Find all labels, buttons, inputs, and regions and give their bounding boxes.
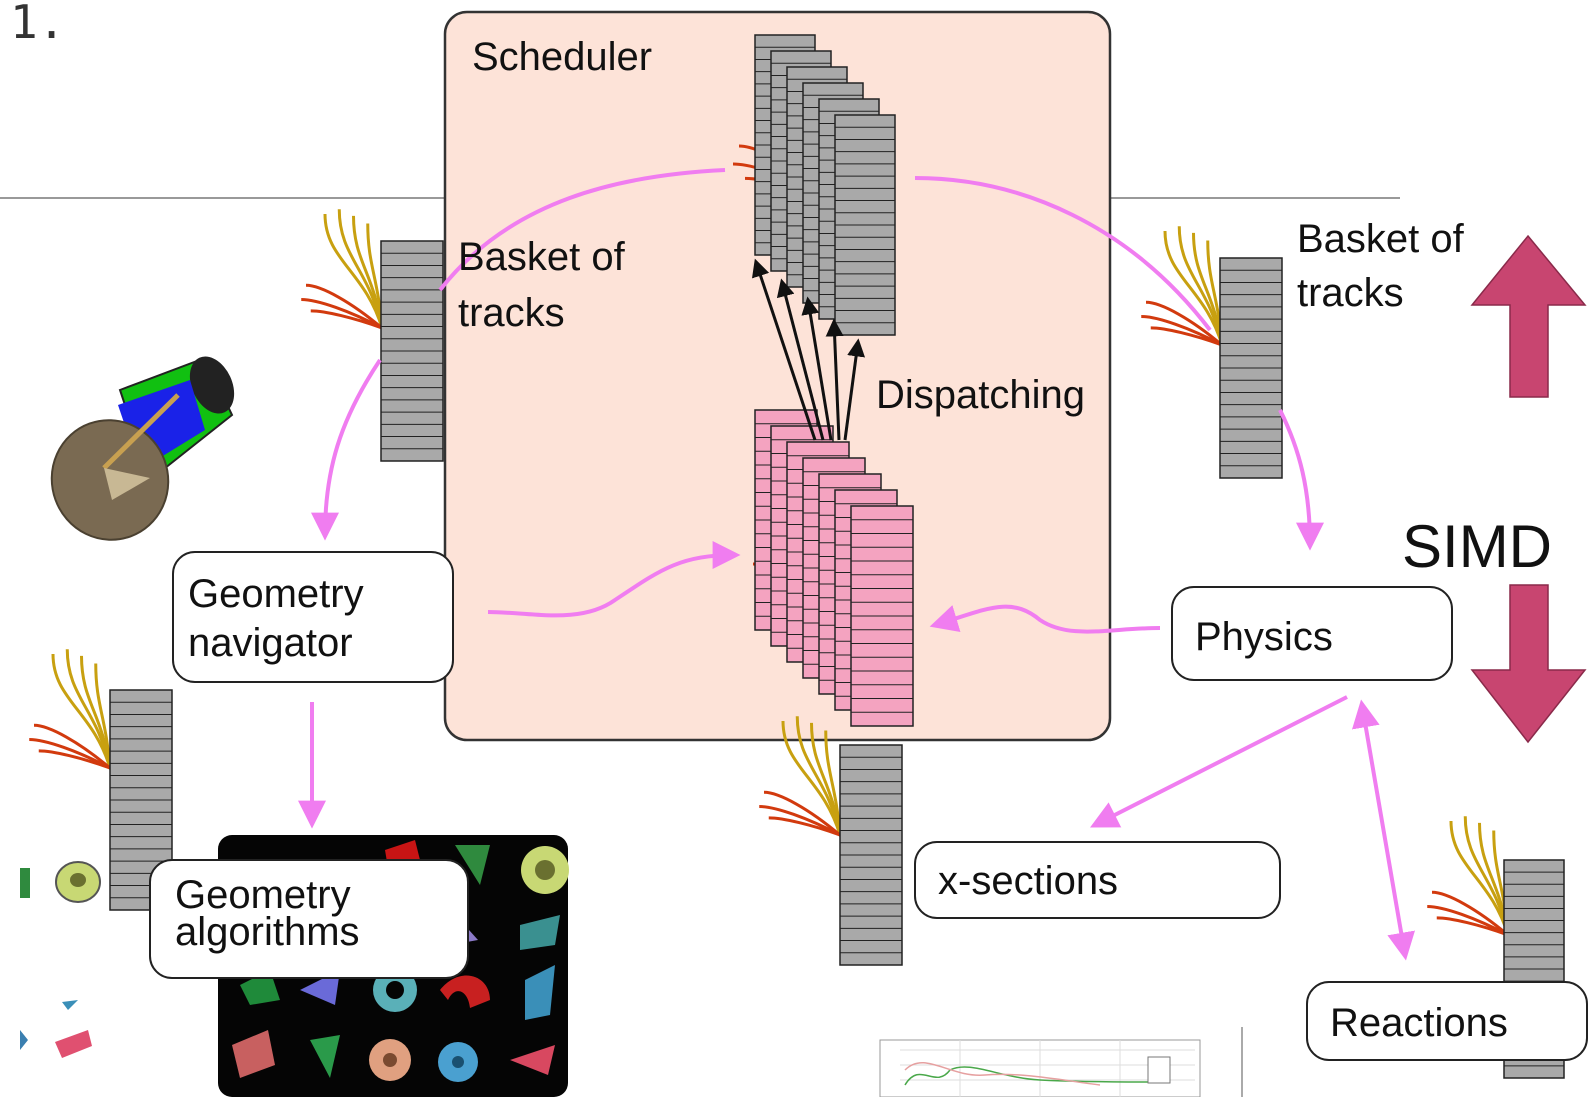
track-baskets bbox=[109, 34, 1565, 1079]
red-track bbox=[29, 738, 111, 770]
reactions-label: Reactions bbox=[1330, 1001, 1508, 1045]
gold-track bbox=[824, 730, 842, 836]
dispatch-arrow bbox=[843, 338, 866, 441]
geometry-navigator-box bbox=[172, 551, 454, 683]
xsections-label: x-sections bbox=[938, 859, 1118, 903]
red-track bbox=[1145, 300, 1223, 347]
basket-left bbox=[380, 240, 444, 462]
basket-right bbox=[1219, 257, 1283, 479]
red-track bbox=[33, 723, 111, 770]
slide-number: 1. bbox=[10, 0, 65, 49]
dispatch-arrows bbox=[751, 258, 866, 441]
gold-track bbox=[1449, 820, 1510, 936]
geometry-algorithms-line1: Geometry bbox=[175, 873, 351, 917]
scheduler-panel bbox=[443, 10, 1112, 742]
flow-arrow-scheduler-to-right-basket bbox=[914, 176, 1212, 332]
simd-label: SIMD bbox=[1402, 513, 1552, 580]
simd-up-arrow-icon bbox=[1470, 234, 1587, 398]
flow-arrow-basket-to-physics bbox=[1278, 409, 1324, 551]
cross-section-plot-thumbnail bbox=[879, 1027, 1243, 1097]
dispatch-arrow bbox=[776, 278, 825, 441]
red-track bbox=[310, 309, 383, 330]
red-track bbox=[1141, 315, 1223, 347]
flow-arrow-physics-to-xsections bbox=[1090, 695, 1348, 828]
gold-track bbox=[94, 663, 112, 769]
simd-down-arrow-icon bbox=[1470, 584, 1587, 744]
red-track bbox=[1150, 326, 1223, 347]
flow-arrow-physics-reactions bbox=[1351, 699, 1416, 961]
left-basket-label-line1: Basket of bbox=[458, 235, 626, 279]
red-track bbox=[763, 790, 841, 837]
left-basket-label-line2: tracks bbox=[458, 291, 565, 335]
gold-track bbox=[781, 720, 842, 836]
gold-track bbox=[51, 653, 112, 769]
physics-label: Physics bbox=[1195, 615, 1333, 659]
geometry-algorithms-line2: algorithms bbox=[175, 910, 360, 954]
tracks-right-basket bbox=[1141, 226, 1267, 441]
geometry-navigator-line2: navigator bbox=[188, 621, 353, 665]
red-track bbox=[1436, 916, 1509, 937]
red-track bbox=[759, 805, 841, 837]
basket-bottom bbox=[839, 744, 903, 966]
right-basket-label-line1: Basket of bbox=[1297, 217, 1465, 261]
reactions-box bbox=[1306, 981, 1588, 1061]
scheduler-stack-gray-basket bbox=[834, 114, 896, 336]
gold-track bbox=[323, 213, 384, 329]
scheduler-stack-pink-basket bbox=[850, 505, 914, 727]
scheduler-title: Scheduler bbox=[472, 35, 652, 79]
basket-lower-left bbox=[109, 689, 173, 911]
dispatch-arrow bbox=[801, 296, 833, 441]
geometry-shapes-fragment bbox=[20, 861, 101, 1058]
dispatch-arrow bbox=[825, 318, 844, 441]
flow-arrow-physics-to-scheduler bbox=[929, 604, 1161, 634]
geometry-algorithms-box bbox=[149, 859, 469, 979]
physics-box bbox=[1171, 586, 1453, 681]
dispatch-arrow bbox=[751, 258, 817, 441]
geometry-navigator-line1: Geometry bbox=[188, 572, 364, 616]
tracks-lower-left-basket bbox=[29, 649, 155, 864]
xsections-box bbox=[914, 841, 1281, 919]
flow-arrow-scheduler-to-left-basket bbox=[438, 168, 726, 292]
gold-track bbox=[1163, 230, 1224, 346]
dispatching-label: Dispatching bbox=[876, 373, 1085, 417]
red-track bbox=[38, 749, 111, 770]
flow-arrow-navigator-to-scheduler bbox=[487, 541, 741, 618]
red-track bbox=[301, 298, 383, 330]
red-track bbox=[768, 816, 841, 837]
red-track bbox=[1431, 890, 1509, 937]
flow-arrow-basket-to-navigator bbox=[311, 358, 382, 541]
detector-icon bbox=[50, 356, 235, 541]
flow-arrows bbox=[298, 168, 1416, 961]
red-track bbox=[1427, 905, 1509, 937]
tracks-bottom-basket bbox=[759, 716, 885, 931]
red-track bbox=[305, 283, 383, 330]
right-basket-label-line2: tracks bbox=[1297, 271, 1404, 315]
